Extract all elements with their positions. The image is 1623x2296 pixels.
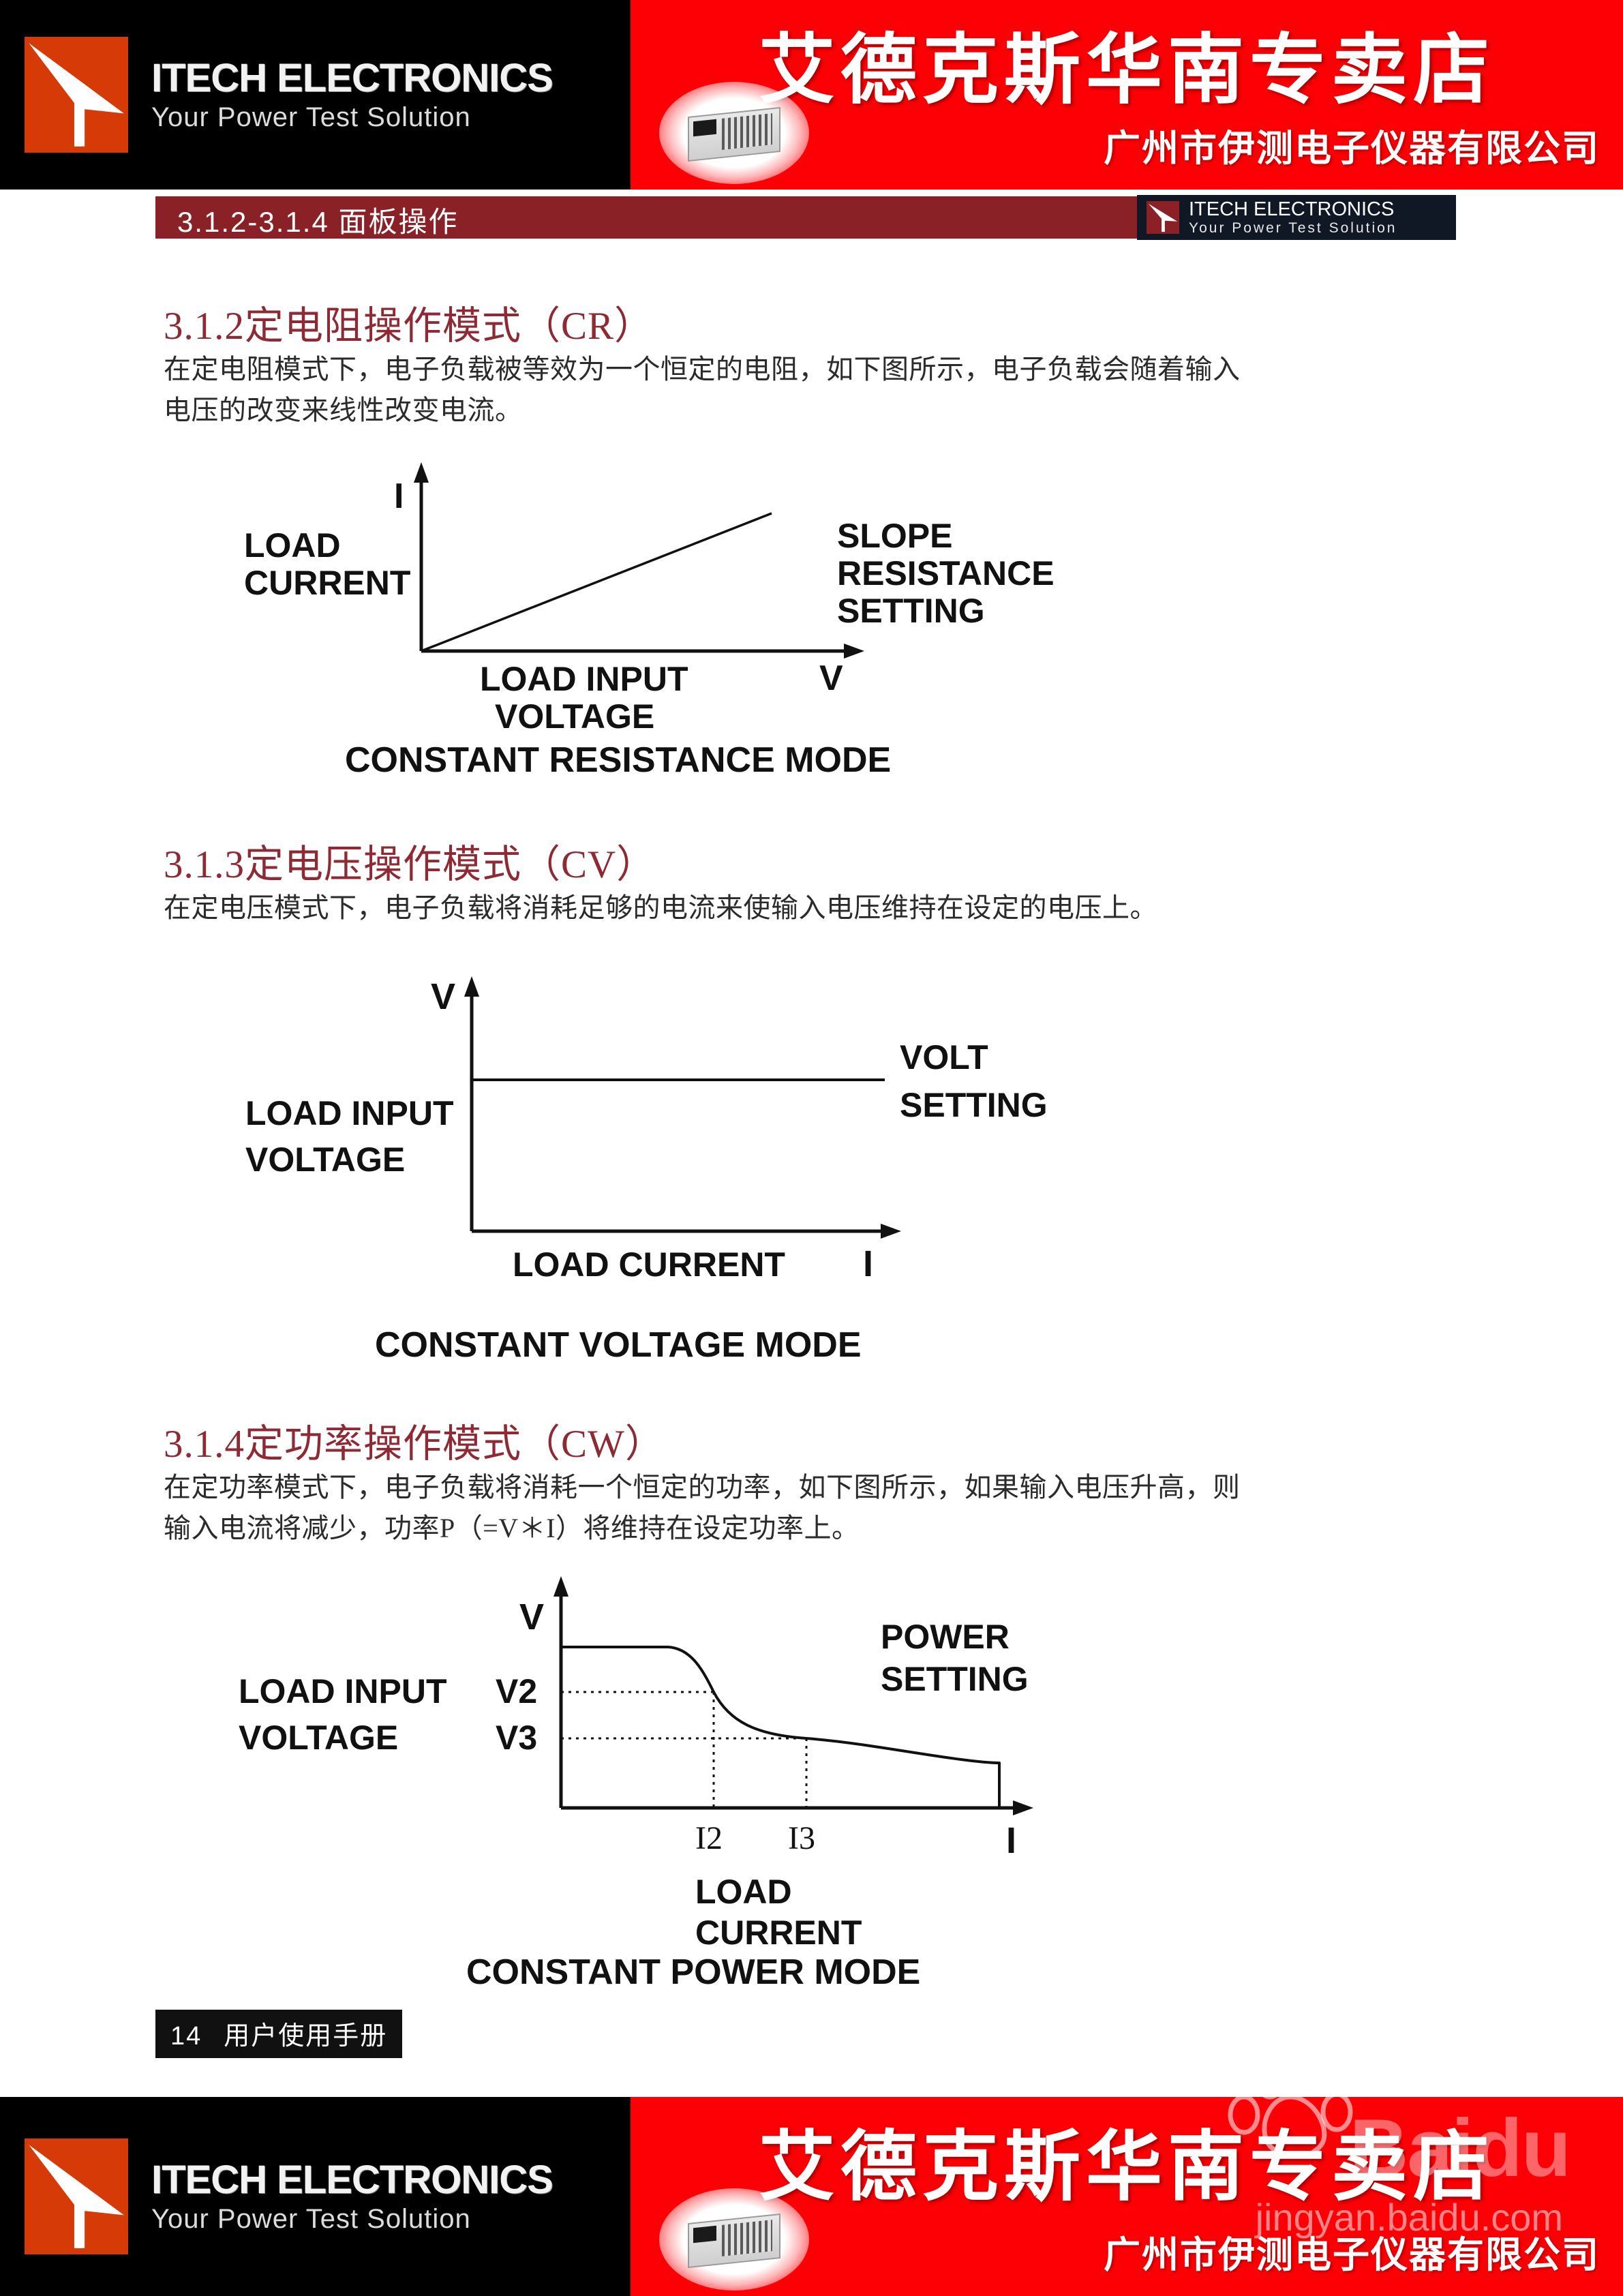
cv-x-axis-label-line1: LOAD CURRENT — [513, 1245, 785, 1284]
instrument-panel-grid — [722, 113, 772, 150]
banner-brand-name: ITECH ELECTRONICS — [151, 55, 553, 100]
cr-y-axis-label-line2: CURRENT — [244, 564, 410, 602]
cr-y-axis-symbol: I — [394, 477, 404, 516]
itech-logo-icon — [25, 37, 128, 153]
section-heading-cr: 3.1.2定电阻操作模式（CR） — [164, 305, 654, 348]
cr-chart-title: CONSTANT RESISTANCE MODE — [345, 740, 891, 780]
cv-y-axis-label-line1: LOAD INPUT — [245, 1094, 454, 1132]
banner-brand-tagline: Your Power Test Solution — [151, 102, 471, 133]
cr-x-axis-label-line1: LOAD INPUT — [480, 660, 688, 698]
instrument-photo-bottom — [659, 2188, 809, 2291]
cv-y-axis — [464, 976, 479, 1231]
bottom-banner-brand-text: ITECH ELECTRONICS Your Power Test Soluti… — [151, 2157, 553, 2235]
bottom-banner-shop-name: 艾德克斯华南专卖店 — [759, 2124, 1495, 2209]
banner-shop-name: 艾德克斯华南专卖店 — [759, 27, 1495, 112]
bottom-banner-chinese-panel: 艾德克斯华南专卖店 广州市伊测电子仪器有限公司 — [631, 2097, 1623, 2296]
header-logo-text: ITECH ELECTRONICS Your Power Test Soluti… — [1189, 198, 1397, 237]
itech-logo-small-icon — [1147, 201, 1179, 234]
cr-x-axis-symbol: V — [819, 659, 843, 698]
cw-x-axis-label-line2: CURRENT — [695, 1914, 862, 1952]
section-paragraph-cw-line1: 在定功率模式下，电子负载将消耗一个恒定的功率，如下图所示，如果输入电压升高，则 — [164, 1472, 1241, 1502]
cr-y-axis — [414, 462, 429, 651]
section-header-bar: 3.1.2-3.1.4 面板操作 ITECH ELECTRONICS Your … — [155, 195, 1456, 240]
bottom-banner-logo-panel: ITECH ELECTRONICS Your Power Test Soluti… — [0, 2097, 631, 2296]
cw-y-tick-v2: V2 — [496, 1672, 537, 1710]
cv-annotation-line2: SETTING — [900, 1086, 1048, 1124]
cv-x-axis-symbol: I — [863, 1243, 873, 1284]
cr-annotation-line3: SETTING — [837, 592, 985, 630]
section-paragraph-cr-line1: 在定电阻模式下，电子负载被等效为一个恒定的电阻，如下图所示，电子负载会随着输入 — [164, 354, 1241, 384]
banner-company-name: 广州市伊测电子仪器有限公司 — [1104, 128, 1600, 169]
header-logo-name: ITECH ELECTRONICS — [1189, 198, 1395, 220]
cw-x-axis-label-line1: LOAD — [695, 1873, 792, 1911]
cw-y-axis — [553, 1576, 568, 1808]
cw-guide-lines — [561, 1691, 808, 1808]
cw-data-curve — [561, 1646, 1001, 1808]
section-heading-cv: 3.1.3定电压操作模式（CV） — [164, 843, 656, 886]
chart-constant-resistance: I V LOAD CURRENT LOAD INPUT VOLTAGE SLOP… — [177, 443, 1132, 784]
section-heading-cw: 3.1.4定功率操作模式（CW） — [164, 1423, 665, 1466]
section-paragraph-cv-line1: 在定电压模式下，电子负载将消耗足够的电流来使输入电压维持在设定的电压上。 — [164, 892, 1157, 923]
cr-x-axis-label-line2: VOLTAGE — [495, 697, 654, 736]
cv-chart-title: CONSTANT VOLTAGE MODE — [375, 1325, 862, 1365]
cr-annotation-line2: RESISTANCE — [837, 554, 1055, 592]
cw-x-axis-symbol: I — [1006, 1820, 1016, 1861]
banner-brand-text: ITECH ELECTRONICS Your Power Test Soluti… — [151, 55, 553, 133]
cw-annotation-line2: SETTING — [881, 1660, 1029, 1698]
instrument-body-bottom — [688, 2213, 780, 2269]
bottom-banner-brand-name: ITECH ELECTRONICS — [151, 2157, 553, 2202]
cv-y-axis-symbol: V — [431, 976, 455, 1017]
chart-constant-voltage: V I LOAD INPUT VOLTAGE LOAD CURRENT VOLT… — [177, 954, 1132, 1377]
instrument-panel-grid-bottom — [722, 2220, 772, 2256]
cr-y-axis-label-line1: LOAD — [244, 526, 341, 564]
cw-x-tick-i3: I3 — [788, 1820, 815, 1856]
cw-x-tick-i2: I2 — [695, 1820, 723, 1856]
cw-x-axis — [561, 1800, 1033, 1815]
cw-y-tick-v3: V3 — [496, 1719, 537, 1757]
section-paragraph-cr-line2: 电压的改变来线性改变电流。 — [164, 395, 523, 425]
cr-annotation-line1: SLOPE — [837, 517, 952, 555]
bottom-banner-company-name: 广州市伊测电子仪器有限公司 — [1104, 2235, 1600, 2276]
chart-constant-power: V I V2 V3 I2 I3 LOAD INPUT VOLTAGE LOAD … — [191, 1568, 1118, 1991]
cw-y-axis-symbol: V — [519, 1597, 544, 1637]
instrument-display-bottom — [693, 2225, 716, 2244]
banner-logo-panel: ITECH ELECTRONICS Your Power Test Soluti… — [0, 0, 631, 190]
banner-chinese-panel: 艾德克斯华南专卖店 广州市伊测电子仪器有限公司 — [631, 0, 1623, 190]
top-banner: ITECH ELECTRONICS Your Power Test Soluti… — [0, 0, 1623, 190]
cv-y-axis-label-line2: VOLTAGE — [245, 1141, 405, 1179]
bottom-banner: ITECH ELECTRONICS Your Power Test Soluti… — [0, 2097, 1623, 2296]
footer-manual-label: 用户使用手册 — [224, 2022, 388, 2051]
section-paragraph-cw-line2: 输入电流将减少，功率P（=V＊I）将维持在设定功率上。 — [164, 1513, 860, 1543]
footer-page-badge: 14 用户使用手册 — [155, 2010, 403, 2058]
cv-annotation-line1: VOLT — [900, 1038, 988, 1076]
instrument-display — [693, 119, 716, 137]
cw-y-axis-label-line2: VOLTAGE — [239, 1719, 398, 1757]
header-logo-tagline: Your Power Test Solution — [1189, 220, 1397, 237]
cw-chart-title: CONSTANT POWER MODE — [466, 1952, 920, 1991]
bottom-banner-brand-tagline: Your Power Test Solution — [151, 2204, 471, 2235]
footer-page-number: 14 — [170, 2022, 202, 2051]
cw-y-axis-label-line1: LOAD INPUT — [239, 1672, 447, 1710]
itech-logo-icon-bottom — [25, 2139, 128, 2254]
instrument-body — [688, 106, 780, 162]
cv-x-axis — [472, 1224, 901, 1239]
instrument-photo — [659, 82, 809, 184]
cw-annotation-line1: POWER — [881, 1618, 1010, 1656]
section-header-title: 3.1.2-3.1.4 面板操作 — [177, 206, 459, 238]
header-logo-badge: ITECH ELECTRONICS Your Power Test Soluti… — [1137, 195, 1456, 240]
cr-data-line — [421, 512, 772, 652]
cr-x-axis — [421, 644, 864, 659]
